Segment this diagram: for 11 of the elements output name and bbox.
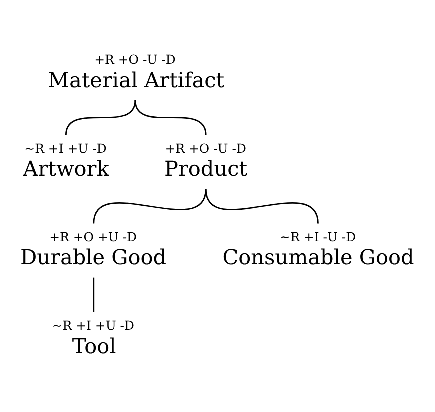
node-text: ∼R +I +U -D Artwork: [23, 140, 110, 181]
node-text: ∼R +I -U -D Consumable Good: [222, 228, 414, 270]
node-text: +R +O -U -D Material Artifact: [48, 52, 225, 92]
connector: [93, 277, 95, 312]
node-text: +R +O -U -D Product: [164, 140, 248, 181]
connector: [93, 188, 207, 224]
node-text: +R +O +U -D Durable Good: [20, 228, 167, 270]
node-text: ∼R +I +U -D Tool: [52, 318, 135, 358]
connector: [66, 100, 136, 135]
connector: [134, 100, 207, 135]
connector: [205, 188, 319, 224]
